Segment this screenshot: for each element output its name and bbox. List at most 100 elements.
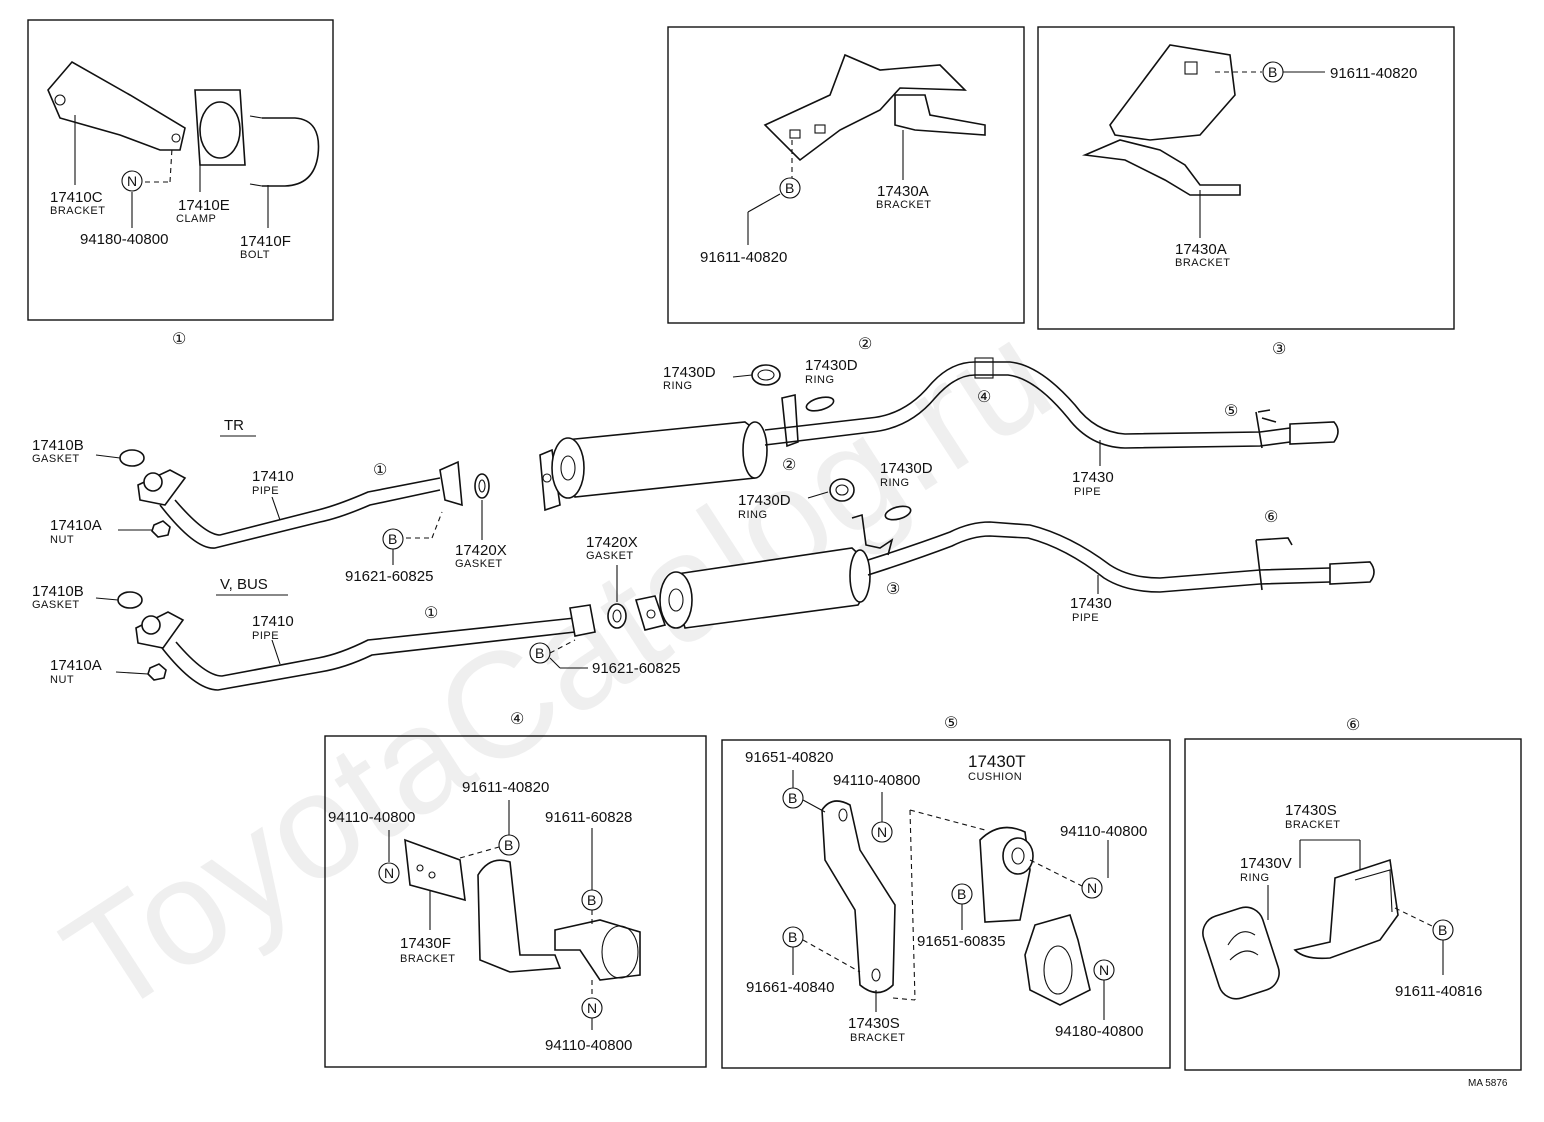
part-number: 17410C <box>50 189 103 206</box>
part-number: 17410 <box>252 613 294 630</box>
bracket-hole <box>416 864 424 872</box>
bracket-17430a-shape <box>1109 44 1236 141</box>
gasket-inner <box>612 609 622 623</box>
part-label: RING <box>805 374 835 386</box>
tr-assembly: TR 17410B GASKET 17410 PIPE ① 17410A NUT… <box>32 417 507 585</box>
leader-line <box>732 374 753 378</box>
leader-line <box>271 639 281 665</box>
clamp-box4-ring <box>601 925 639 979</box>
part-number: 17430S <box>848 1015 900 1032</box>
part-number: 17410B <box>32 437 84 454</box>
part-label: RING <box>880 477 910 489</box>
ring-17430d-4-shape <box>884 505 912 521</box>
callout-6: ⑥ <box>1346 717 1360 734</box>
part-label: BOLT <box>240 249 270 261</box>
part-number: 17410E <box>178 197 230 214</box>
bolt-symbol-label: B <box>504 837 513 853</box>
leader-line <box>1029 859 1083 887</box>
part-number: 91651-40820 <box>745 749 833 766</box>
pipe-hanger-2 <box>781 394 799 448</box>
leader-line <box>747 193 781 213</box>
ring-inner <box>835 484 849 496</box>
part-number: 94180-40800 <box>80 231 168 248</box>
flange-hole <box>542 473 552 483</box>
leader-line <box>95 454 121 459</box>
part-number: 17410 <box>252 468 294 485</box>
tailpipe-17430-v-lower <box>867 535 1331 593</box>
bracket-hole <box>871 968 881 982</box>
detail-box-4-frame <box>324 735 707 1068</box>
part-number: 91611-40820 <box>700 249 787 266</box>
gasket-17420x-v-shape <box>607 603 627 629</box>
nut-symbol-icon <box>378 862 400 884</box>
nut-symbol-icon <box>121 170 143 192</box>
leader-line <box>549 657 561 669</box>
nut-symbol-label: N <box>1099 962 1109 978</box>
bolt-symbol-label: B <box>788 929 797 945</box>
ring-inner <box>757 369 775 381</box>
gasket-17420x-shape <box>474 473 490 499</box>
clamp-box4-shape <box>554 919 641 981</box>
pipe-hanger-3 <box>851 513 894 556</box>
part-number: 94110-40800 <box>328 809 415 826</box>
nut-symbol-label: N <box>127 173 137 189</box>
part-label: CLAMP <box>176 213 216 225</box>
part-label: PIPE <box>252 485 279 497</box>
bracket-17430f-plate <box>404 838 466 902</box>
pipe-17410-tr-upper <box>159 489 441 549</box>
detail-box-6: B 91611-40816 17430S BRACKET 17430V RING <box>1184 738 1522 1071</box>
bolt-symbol-label: B <box>1268 64 1277 80</box>
pipe-17410-tr-lower <box>174 477 441 536</box>
nut-symbol-icon <box>1081 877 1103 899</box>
part-number: 94180-40800 <box>1055 1023 1143 1040</box>
part-label: BRACKET <box>1285 819 1340 831</box>
tr-muffler-assembly: 17430D RING 17430D RING ④ ⑤ ② 17430 PIPE <box>539 357 1339 512</box>
ubolt-thread <box>249 183 263 187</box>
pipe-band <box>974 357 994 379</box>
muffler-flange-tr <box>539 448 561 512</box>
part-number: 17410F <box>240 233 291 250</box>
part-number: 17410B <box>32 583 84 600</box>
bracket-17430a-shape <box>763 53 967 162</box>
part-number: 17430D <box>738 492 791 509</box>
part-label: PIPE <box>1072 612 1099 624</box>
muffler-flange-v <box>634 595 667 631</box>
bolt-symbol-icon <box>779 177 801 199</box>
tailpipe-17430-tr-lower <box>764 374 1291 449</box>
leader-line <box>95 597 119 601</box>
leader-line <box>892 997 916 1001</box>
leader-line <box>807 491 829 499</box>
callout-4: ④ <box>510 711 524 728</box>
bracket-17430s-b6-shape <box>1293 858 1399 960</box>
part-number: 91661-40840 <box>746 979 834 996</box>
bracket-hole <box>54 94 66 106</box>
part-label: PIPE <box>1074 486 1101 498</box>
part-number: 17410A <box>50 517 102 534</box>
tailpipe-v-tip <box>1329 561 1375 585</box>
part-number: 17430D <box>805 357 858 374</box>
muffler-tr-inlet <box>560 455 576 481</box>
part-number: 91611-40820 <box>462 779 549 796</box>
detail-box-2-frame <box>667 26 1025 324</box>
gasket-17410b-shape <box>119 449 145 467</box>
pipe-flange-tr <box>439 460 463 507</box>
clamp-17410e-ring <box>199 101 241 159</box>
diagram-code: MA 5876 <box>1468 1078 1508 1089</box>
bolt-symbol-label: B <box>587 892 596 908</box>
part-number: 17430D <box>880 460 933 477</box>
part-label: BRACKET <box>876 199 931 211</box>
callout-5-tr: ⑤ <box>1224 403 1238 420</box>
part-number: 17420X <box>455 542 507 559</box>
tailpipe-tr-tip <box>1289 421 1339 445</box>
bracket-17430f-arm <box>477 859 562 973</box>
part-number: 17430T <box>968 752 1026 771</box>
part-number: 94110-40800 <box>1060 823 1147 840</box>
section-label-tr: TR <box>224 417 244 434</box>
part-label: BRACKET <box>850 1032 905 1044</box>
part-number: 17430S <box>1285 802 1337 819</box>
bolt-symbol-label: B <box>388 531 397 547</box>
leader-line <box>909 809 986 831</box>
part-number: 17430A <box>877 183 929 200</box>
callout-4-tr: ④ <box>977 389 991 406</box>
